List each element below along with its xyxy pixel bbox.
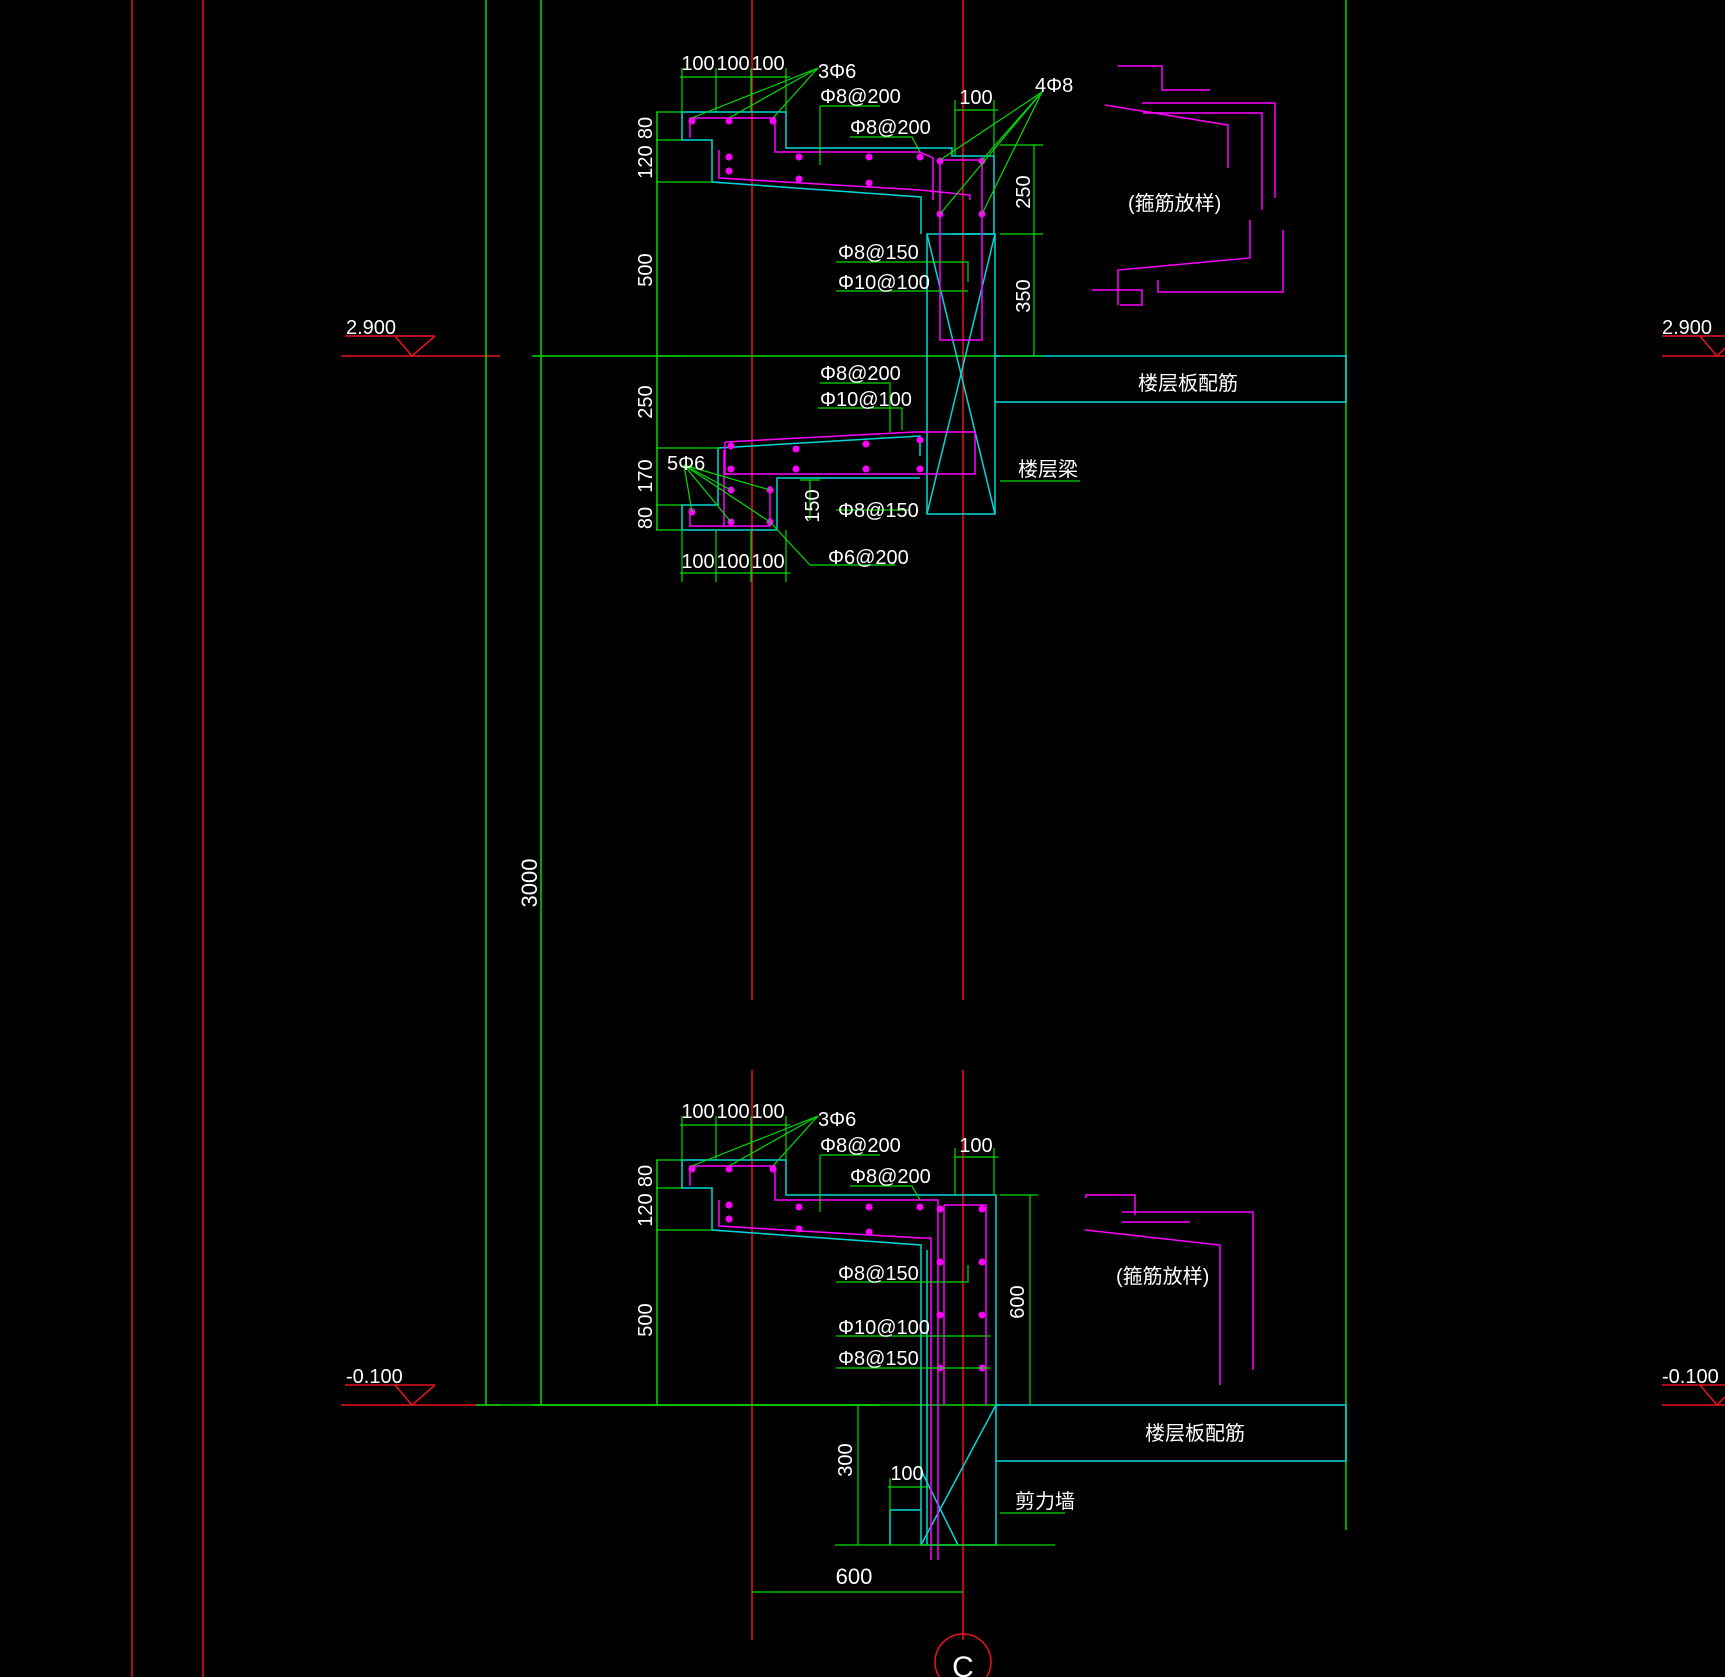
label-phi8-200-a: Φ8@200 bbox=[820, 86, 901, 108]
label-phi8-150-b: Φ8@150 bbox=[838, 500, 919, 522]
dim-right-top: 100 bbox=[959, 87, 992, 109]
axis-bubble-c[interactable]: C bbox=[934, 1633, 992, 1677]
label-phi8-200-b: Φ8@200 bbox=[850, 117, 931, 139]
general-texts: 3000 2.900 2.900 -0.100 -0.100 bbox=[346, 317, 1719, 1388]
stirrup-sample-label: (箍筋放样) bbox=[1128, 192, 1221, 215]
dim-left-6: 80 bbox=[635, 507, 657, 529]
dim-right-top: 100 bbox=[959, 1135, 992, 1157]
dim-bottom-2: 100 bbox=[716, 551, 749, 573]
dim-left-2: 120 bbox=[635, 145, 657, 178]
lower-stirrup-sample-shapes bbox=[1084, 1194, 1254, 1385]
label-phi8-200-b: Φ8@200 bbox=[850, 1166, 931, 1188]
label-phi8-200-c: Φ8@200 bbox=[820, 363, 901, 385]
dim-right: 600 bbox=[1007, 1285, 1029, 1318]
dim-left-3: 500 bbox=[635, 1303, 657, 1336]
lower-dim-texts: 100 100 100 100 80 120 500 600 300 100 6… bbox=[635, 1101, 1029, 1589]
lower-rebar-dots bbox=[688, 1165, 986, 1372]
upper-rebar-dots bbox=[688, 117, 986, 526]
dim-right-1: 250 bbox=[1013, 175, 1035, 208]
overall-height: 3000 bbox=[517, 859, 542, 908]
dim-300: 300 bbox=[835, 1443, 857, 1476]
dim-top-3: 100 bbox=[751, 1101, 784, 1123]
dim-left-1: 80 bbox=[635, 1165, 657, 1187]
dim-600: 600 bbox=[836, 1564, 873, 1589]
upper-stirrup-sample-shapes bbox=[1092, 65, 1284, 306]
rebar-5phi6: 5Φ6 bbox=[667, 453, 705, 475]
upper-detail: 100 100 100 100 100 100 100 80 120 500 2… bbox=[635, 53, 1347, 582]
floor-beam-label: 楼层梁 bbox=[1018, 458, 1078, 481]
dim-100: 100 bbox=[890, 1463, 923, 1485]
elevation-marker-lower-right bbox=[1662, 1384, 1725, 1407]
rebar-3phi6: 3Φ6 bbox=[818, 61, 856, 83]
label-phi8-150-a: Φ8@150 bbox=[838, 242, 919, 264]
label-phi8-200-a: Φ8@200 bbox=[820, 1135, 901, 1157]
elevation-marker-upper-right bbox=[1662, 335, 1725, 358]
upper-dimensions bbox=[656, 67, 1080, 582]
dim-top-1: 100 bbox=[681, 53, 714, 75]
lower-dimensions bbox=[656, 1115, 1065, 1593]
dim-left-3: 500 bbox=[635, 253, 657, 286]
dim-left-5: 170 bbox=[635, 459, 657, 492]
floor-slab-label: 楼层板配筋 bbox=[1145, 1422, 1245, 1445]
label-phi10-100-b: Φ10@100 bbox=[820, 389, 912, 411]
dim-top-2: 100 bbox=[716, 53, 749, 75]
lower-detail: 100 100 100 100 80 120 500 600 300 100 6… bbox=[635, 1101, 1347, 1593]
dim-left-2: 120 bbox=[635, 1193, 657, 1226]
dim-top-3: 100 bbox=[751, 53, 784, 75]
shear-wall-label: 剪力墙 bbox=[1015, 1490, 1075, 1513]
stirrup-sample-label: (箍筋放样) bbox=[1116, 1265, 1209, 1288]
upper-label-texts: 3Φ6 4Φ8 5Φ6 Φ8@200 Φ8@200 Φ8@150 Φ10@100… bbox=[667, 61, 1238, 569]
dim-left-1: 80 bbox=[635, 117, 657, 139]
axis-lines bbox=[131, 0, 1725, 1677]
green-frame-lines bbox=[476, 0, 1347, 1530]
elevation-marker-lower bbox=[345, 1384, 436, 1407]
upper-dim-texts: 100 100 100 100 100 100 100 80 120 500 2… bbox=[635, 53, 1035, 573]
lower-label-texts: 3Φ6 Φ8@200 Φ8@200 Φ8@150 Φ10@100 Φ8@150 … bbox=[818, 1109, 1245, 1513]
label-phi8-150-b: Φ8@150 bbox=[838, 1348, 919, 1370]
dim-top-1: 100 bbox=[681, 1101, 714, 1123]
label-phi6-200: Φ6@200 bbox=[828, 547, 909, 569]
rebar-3phi6: 3Φ6 bbox=[818, 1109, 856, 1131]
dim-right-2: 350 bbox=[1013, 279, 1035, 312]
dim-bottom-1: 100 bbox=[681, 551, 714, 573]
elevation-lower-left: -0.100 bbox=[346, 1366, 403, 1388]
elevation-lower-right: -0.100 bbox=[1662, 1366, 1719, 1388]
elevation-marker-upper bbox=[345, 335, 436, 358]
dim-top-2: 100 bbox=[716, 1101, 749, 1123]
label-phi10-100-a: Φ10@100 bbox=[838, 272, 930, 294]
dim-bottom-3: 100 bbox=[751, 551, 784, 573]
label-phi8-150-a: Φ8@150 bbox=[838, 1263, 919, 1285]
floor-slab-label: 楼层板配筋 bbox=[1138, 372, 1238, 395]
label-phi10-100: Φ10@100 bbox=[838, 1317, 930, 1339]
elevation-upper-left: 2.900 bbox=[346, 317, 396, 339]
dim-left-4: 250 bbox=[635, 385, 657, 418]
axis-label: C bbox=[952, 1651, 974, 1677]
dim-inner: 150 bbox=[802, 489, 824, 522]
elevation-upper-right: 2.900 bbox=[1662, 317, 1712, 339]
rebar-4phi8: 4Φ8 bbox=[1035, 75, 1073, 97]
